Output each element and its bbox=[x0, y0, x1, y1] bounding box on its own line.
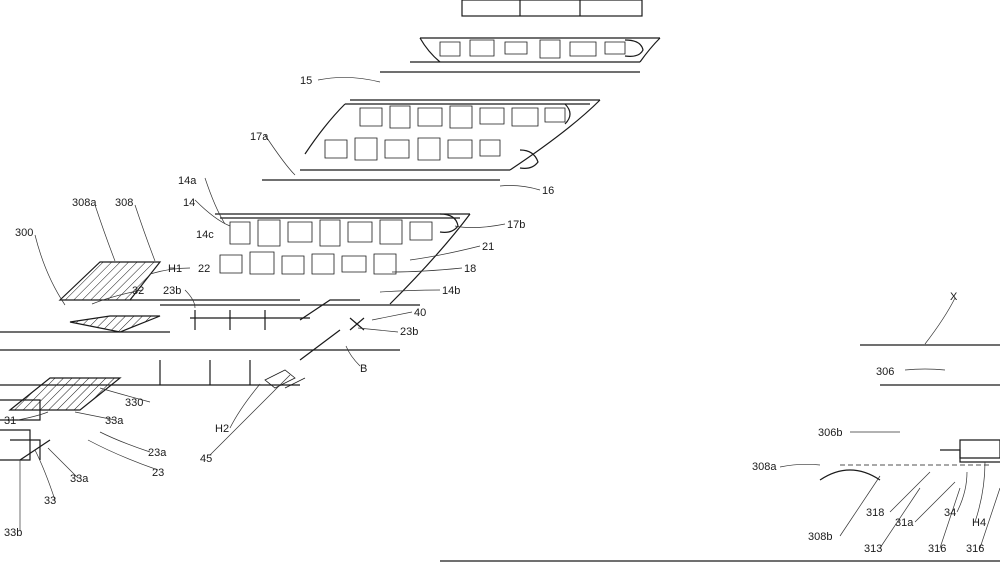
leader-lines bbox=[17, 77, 1000, 549]
label-313: 313 bbox=[864, 543, 882, 555]
label-34: 34 bbox=[944, 507, 956, 519]
label-16: 16 bbox=[542, 185, 554, 197]
label-H4: H4 bbox=[972, 517, 986, 529]
stack-tier-3 bbox=[160, 179, 500, 306]
label-17b: 17b bbox=[507, 219, 525, 231]
label-318: 318 bbox=[866, 507, 884, 519]
label-B: B bbox=[360, 363, 367, 375]
label-306b-right: 306b bbox=[818, 427, 842, 439]
reference-labels: 15 17a 14a 14 14c 16 17b 21 18 14b 40 23… bbox=[4, 75, 986, 555]
label-15: 15 bbox=[300, 75, 312, 87]
label-23a: 23a bbox=[148, 447, 167, 459]
label-X: X bbox=[950, 291, 958, 303]
base-assembly-left bbox=[0, 261, 400, 461]
label-17a: 17a bbox=[250, 131, 269, 143]
label-31: 31 bbox=[4, 415, 16, 427]
label-32: 32 bbox=[132, 285, 144, 297]
label-45: 45 bbox=[200, 453, 212, 465]
label-14: 14 bbox=[183, 197, 195, 209]
label-23b-center: 23b bbox=[400, 326, 418, 338]
label-306-right: 306 bbox=[876, 366, 894, 378]
label-308a: 308a bbox=[72, 197, 97, 209]
label-14c: 14c bbox=[196, 229, 214, 241]
label-33a: 33a bbox=[105, 415, 124, 427]
label-316: 316 bbox=[928, 543, 946, 555]
stack-tier-2 bbox=[300, 71, 640, 171]
label-316b: 316 bbox=[966, 543, 984, 555]
label-330: 330 bbox=[125, 397, 143, 409]
label-23b: 23b bbox=[163, 285, 181, 297]
label-308a-right: 308a bbox=[752, 461, 777, 473]
stack-tier-top bbox=[410, 0, 661, 63]
label-308b: 308b bbox=[808, 531, 832, 543]
label-22: 22 bbox=[198, 263, 210, 275]
label-300: 300 bbox=[15, 227, 33, 239]
label-33a-lower: 33a bbox=[70, 473, 89, 485]
label-31a: 31a bbox=[895, 517, 914, 529]
label-H2: H2 bbox=[215, 423, 229, 435]
label-308: 308 bbox=[115, 197, 133, 209]
label-33b: 33b bbox=[4, 527, 22, 539]
label-H1: H1 bbox=[168, 263, 182, 275]
label-33: 33 bbox=[44, 495, 56, 507]
detail-view-right bbox=[819, 344, 1000, 481]
label-14a: 14a bbox=[178, 175, 197, 187]
label-21: 21 bbox=[482, 241, 494, 253]
label-23: 23 bbox=[152, 467, 164, 479]
label-14b: 14b bbox=[442, 285, 460, 297]
label-40: 40 bbox=[414, 307, 426, 319]
label-18: 18 bbox=[464, 263, 476, 275]
